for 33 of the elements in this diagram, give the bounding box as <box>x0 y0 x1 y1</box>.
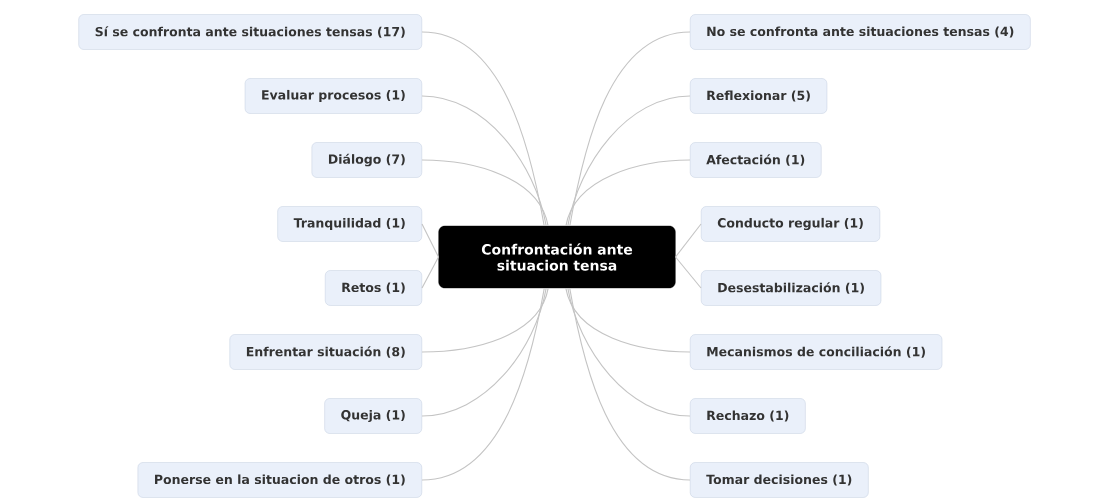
connector-line <box>421 287 547 417</box>
connector-line <box>569 287 691 481</box>
topic-box: Desestabilización (1) <box>701 270 882 306</box>
central-topic-box: Confrontación ante situacion tensa <box>438 225 676 289</box>
connector-line <box>421 159 549 227</box>
topic-box: Retos (1) <box>325 270 422 306</box>
connector-line <box>567 287 691 417</box>
topic-box: No se confronta ante situaciones tensas (4) <box>690 14 1031 50</box>
connector-line <box>565 159 691 227</box>
connector-line <box>565 287 691 353</box>
topic-box: Conducto regular (1) <box>701 206 881 242</box>
topic-box: Enfrentar situación (8) <box>229 334 422 370</box>
connector-line <box>675 256 702 289</box>
connector-line <box>421 256 440 289</box>
topic-box: Afectación (1) <box>690 142 822 178</box>
topic-box: Sí se confronta ante situaciones tensas (17) <box>78 14 422 50</box>
connector-line <box>421 223 440 258</box>
connector-line <box>421 31 545 227</box>
connector-line <box>675 223 702 258</box>
connector-line <box>421 287 545 481</box>
connector-line <box>421 95 547 227</box>
topic-box: Rechazo (1) <box>690 398 806 434</box>
topic-box: Ponerse en la situacion de otros (1) <box>137 462 422 498</box>
topic-box: Queja (1) <box>324 398 422 434</box>
topic-box: Mecanismos de conciliación (1) <box>690 334 943 370</box>
topic-box: Tomar decisiones (1) <box>690 462 869 498</box>
connector-line <box>421 287 549 353</box>
topic-box: Evaluar procesos (1) <box>244 78 422 114</box>
topic-box: Tranquilidad (1) <box>277 206 422 242</box>
connector-line <box>569 31 691 227</box>
topic-box: Diálogo (7) <box>311 142 422 178</box>
topic-box: Reflexionar (5) <box>690 78 828 114</box>
connector-line <box>567 95 691 227</box>
